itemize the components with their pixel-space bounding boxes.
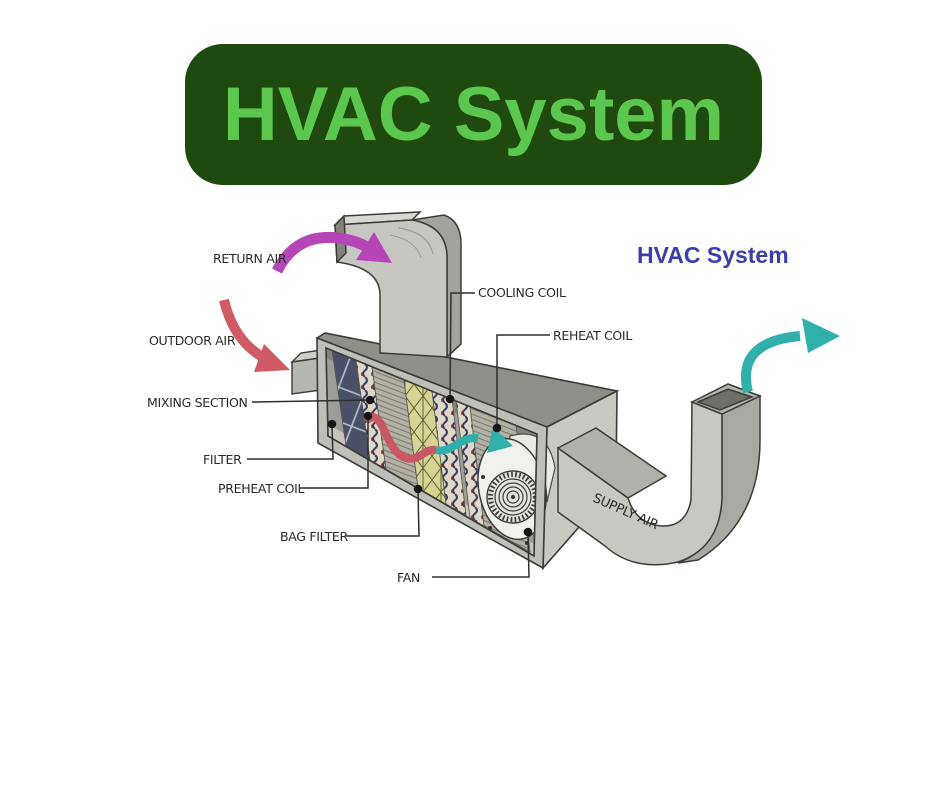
supply-air-duct: SUPPLY AIR [556,383,762,566]
outdoor-air-duct [290,348,330,395]
label-mixing-section: MIXING SECTION [147,395,248,410]
label-bag-filter: BAG FILTER [280,529,349,544]
internal-airflow-arrow [363,413,513,463]
label-preheat-coil: PREHEAT COIL [218,481,305,496]
return-air-arrow [272,231,392,274]
ahu-interior [326,348,556,556]
label-outdoor-air: OUTDOOR AIR [149,333,236,348]
page-title: HVAC System [222,71,725,157]
diagram-labels: RETURN AIR OUTDOOR AIR MIXING SECTION FI… [147,251,633,585]
label-reheat-coil: REHEAT COIL [553,328,632,343]
title-banner: HVAC System [185,44,762,185]
supply-air-arrow [740,318,840,394]
diagram-subtitle: HVAC System [637,242,789,268]
outdoor-air-arrow [219,298,290,372]
label-cooling-coil: COOLING COIL [478,285,566,300]
leader-dots [327,394,533,537]
label-fan: FAN [397,570,420,585]
return-air-duct [333,211,462,359]
label-filter: FILTER [203,452,242,467]
label-return-air: RETURN AIR [213,251,287,266]
leader-lines [247,292,550,578]
